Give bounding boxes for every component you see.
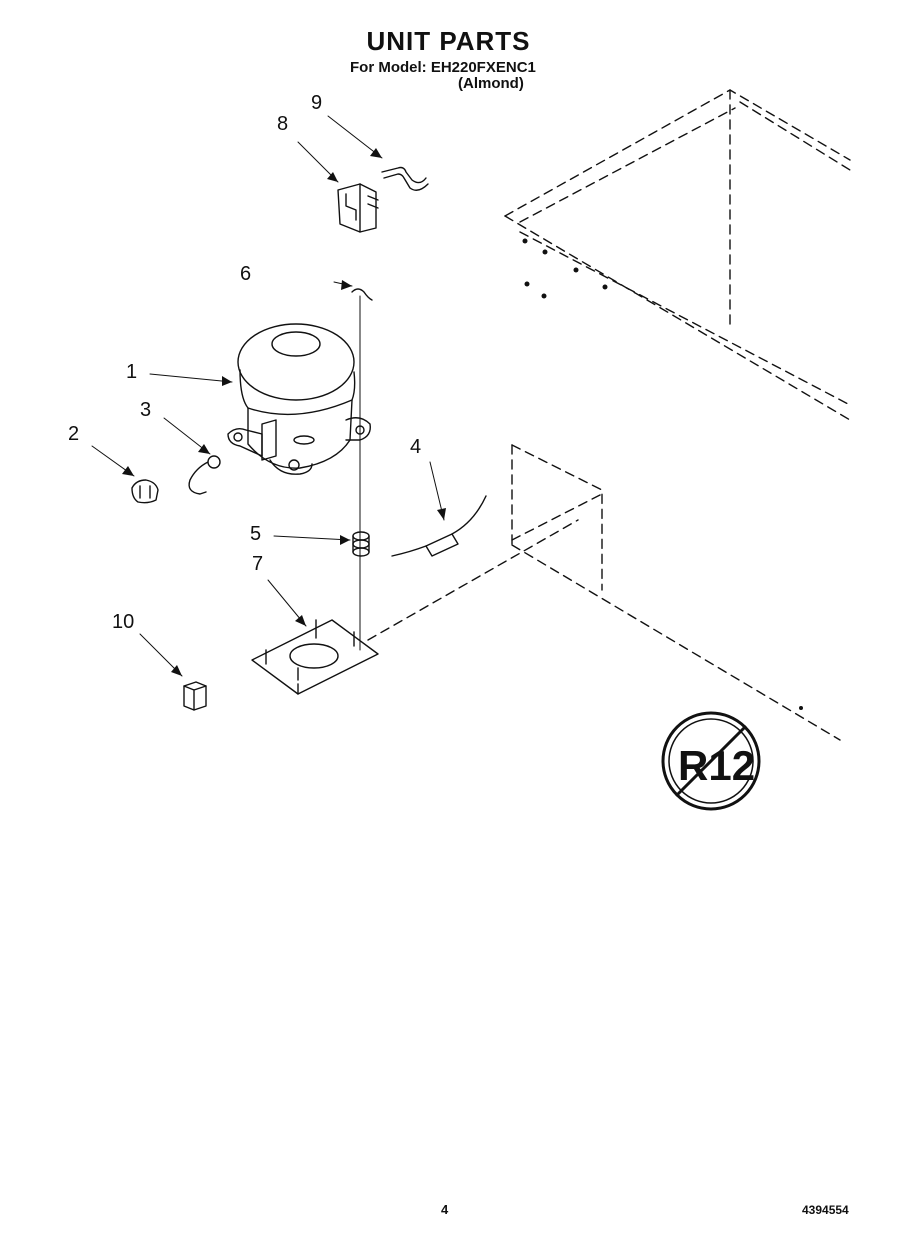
compressor-part	[227, 323, 371, 475]
color-line: (Almond)	[458, 75, 524, 92]
relay-bracket-part	[337, 183, 379, 233]
machine-compartment-outline	[511, 444, 841, 741]
callout-1: 1	[126, 361, 138, 383]
callout-3: 3	[140, 399, 152, 421]
overload-wire-part	[188, 455, 221, 495]
callout-4: 4	[410, 436, 422, 458]
model-line: For Model: EH220FXENC1	[350, 59, 536, 76]
capacitor-part	[183, 681, 207, 711]
page-title: UNIT PARTS	[366, 26, 531, 56]
cabinet-holes	[522, 238, 608, 299]
callout-6: 6	[240, 263, 252, 285]
grommet-part	[352, 531, 370, 557]
callout-5: 5	[250, 523, 262, 545]
wire-harness-part	[381, 166, 429, 191]
callout-7: 7	[252, 553, 264, 575]
cabinet-outline-upper	[504, 89, 851, 421]
callout-2: 2	[68, 423, 80, 445]
leader-arrowheads	[122, 148, 446, 676]
callout-8: 8	[277, 113, 289, 135]
relay-cover-part	[131, 479, 159, 504]
r12-text: R12	[678, 742, 755, 789]
document-number: 4394554	[802, 1203, 849, 1217]
callout-10: 10	[112, 611, 135, 633]
page-number: 4	[441, 1202, 449, 1217]
drier-part	[391, 495, 487, 557]
compressor-base-part	[251, 619, 379, 695]
clip-part	[351, 288, 373, 301]
model-info: For Model: EH220FXENC1 (Almond)	[350, 60, 536, 92]
callout-9: 9	[311, 92, 323, 114]
no-r12-badge	[661, 711, 761, 811]
